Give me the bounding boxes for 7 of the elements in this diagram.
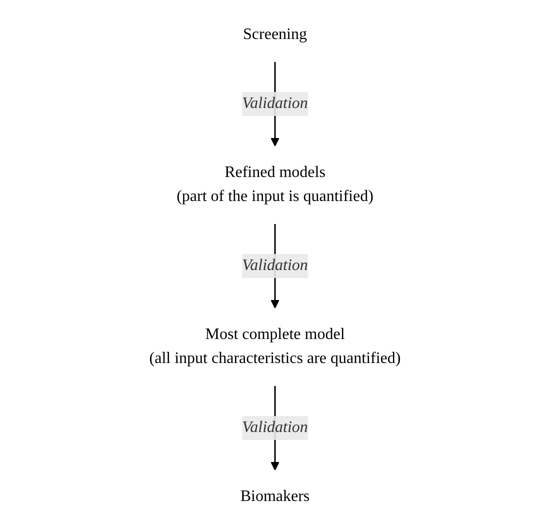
edge-label: Validation [242, 257, 308, 274]
node-text: Screening [243, 26, 307, 43]
edge-label: Validation [242, 419, 308, 436]
edge-label: Validation [242, 95, 308, 112]
node-text: Most complete model (all input characteristics are quantified) [149, 326, 401, 367]
node-text: Refined models (part of the input is quantified) [176, 164, 374, 205]
node-text: Biomakers [240, 488, 310, 505]
